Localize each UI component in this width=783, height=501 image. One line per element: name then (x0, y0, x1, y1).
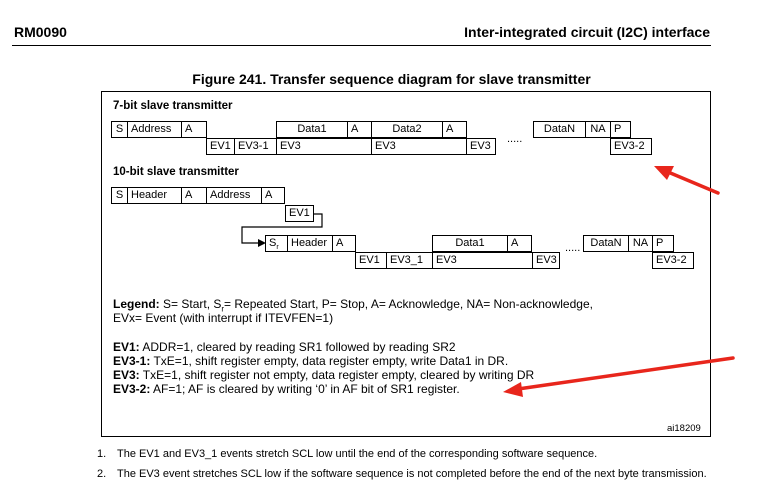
frame-nack: NA (585, 121, 611, 138)
section-title: Inter-integrated circuit (I2C) interface (464, 24, 710, 40)
frame-datan: DataN (533, 121, 586, 138)
frame-start: S (111, 121, 128, 138)
legend-line-2: EVx= Event (with interrupt if ITEVFEN=1) (113, 311, 334, 325)
red-arrow-line (666, 170, 720, 195)
frame-ack: A (442, 121, 467, 138)
event-ev3-2: EV3-2 (652, 252, 694, 269)
frame-data2: Data2 (371, 121, 443, 138)
figure-title: Figure 241. Transfer sequence diagram fo… (192, 71, 591, 87)
ellipsis: ..... (507, 133, 523, 145)
event-ev3-1: EV3-1 (234, 138, 277, 155)
legend-line-1: Legend: S= Start, Sr= Repeated Start, P=… (113, 297, 593, 314)
frame-ack: A (261, 187, 285, 204)
event-ev1: EV1 (285, 205, 314, 222)
frame-repeated-start: Sr (265, 235, 288, 252)
figure-frame (101, 91, 711, 437)
red-arrow-line (516, 356, 735, 391)
event-ev3: EV3 (532, 252, 560, 269)
event-ev3: EV3 (371, 138, 467, 155)
frame-ack: A (181, 121, 207, 138)
event-ev3-1: EV3_1 (386, 252, 433, 269)
event-ev3: EV3 (466, 138, 496, 155)
repeated-start-connector (241, 213, 323, 244)
frame-stop: P (610, 121, 631, 138)
event-ev3: EV3 (276, 138, 372, 155)
frame-stop: P (652, 235, 674, 252)
frame-ack: A (332, 235, 356, 252)
definition-ev3-2: EV3-2: AF=1; AF is cleared by writing ‘0… (113, 382, 460, 396)
ten-bit-title: 10-bit slave transmitter (113, 166, 239, 178)
frame-header: Header (287, 235, 333, 252)
frame-header: Header (127, 187, 182, 204)
header-divider (12, 45, 711, 46)
definition-ev1: EV1: ADDR=1, cleared by reading SR1 foll… (113, 340, 456, 354)
figure-image-id: ai18209 (667, 423, 701, 434)
event-ev3: EV3 (432, 252, 533, 269)
connector-arrowhead (258, 239, 266, 247)
red-arrow-head (503, 382, 523, 397)
definition-ev3-1: EV3-1: TxE=1, shift register empty, data… (113, 354, 509, 368)
definition-ev3: EV3: TxE=1, shift register not empty, da… (113, 368, 535, 382)
document-id: RM0090 (14, 24, 67, 40)
seven-bit-title: 7-bit slave transmitter (113, 100, 233, 112)
frame-address: Address (206, 187, 262, 204)
frame-ack: A (507, 235, 532, 252)
ellipsis: ..... (565, 242, 581, 254)
event-ev3-2: EV3-2 (610, 138, 652, 155)
red-arrow-head (654, 166, 674, 180)
